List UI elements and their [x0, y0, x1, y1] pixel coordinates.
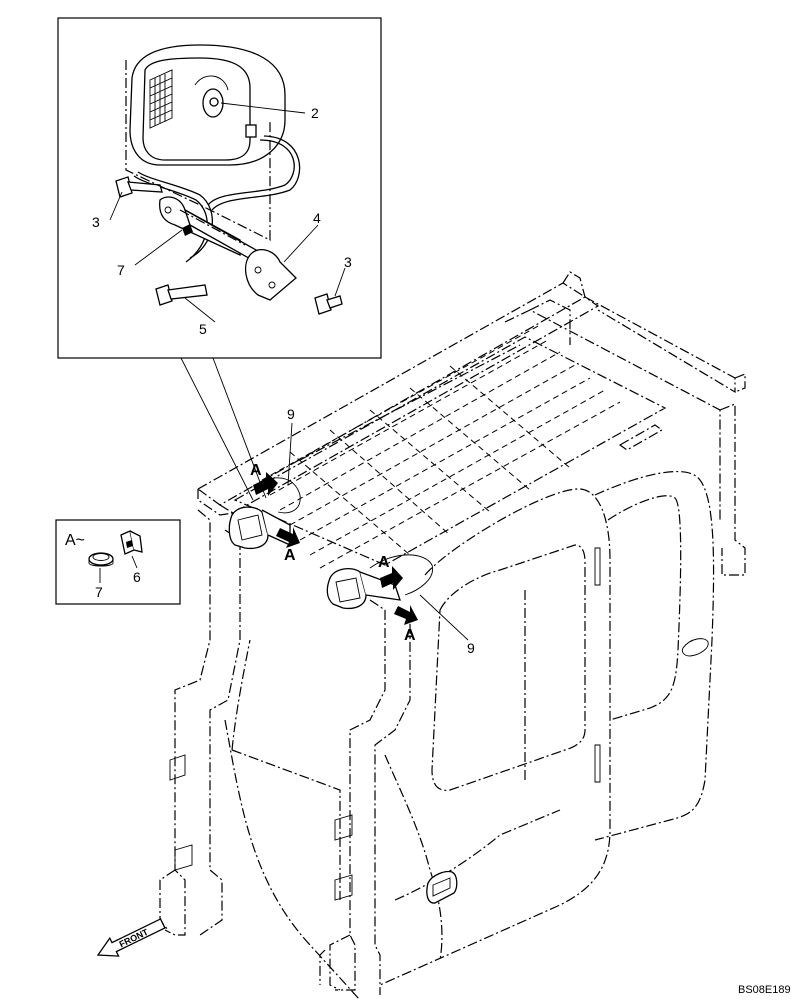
- callout-7-detail-a: 7: [95, 584, 103, 600]
- view-arrow-a2: [276, 527, 300, 548]
- detail-a-box: [55, 519, 181, 605]
- connector-part: [120, 530, 143, 555]
- view-mark-a4: A: [404, 627, 416, 644]
- callout-5: 5: [199, 321, 207, 337]
- view-mark-a2: A: [284, 547, 296, 564]
- callout-4: 4: [313, 210, 321, 226]
- view-arrow-a4: [394, 605, 418, 625]
- callout-3-right: 3: [344, 254, 352, 270]
- view-mark-a3: A: [378, 554, 390, 571]
- grommet-part: [88, 552, 114, 567]
- detail-leader-right: [212, 357, 267, 499]
- front-arrow: FRONT: [96, 918, 166, 957]
- callout-9-right: 9: [467, 640, 475, 656]
- lens-grid: [149, 69, 173, 129]
- callout-2: 2: [311, 105, 319, 121]
- callout-7-detail: 7: [117, 262, 125, 278]
- roof-grating: [261, 324, 621, 569]
- callout-3-left: 3: [92, 214, 100, 230]
- callout-leaders: [109, 102, 469, 641]
- view-arrow-a3: [380, 566, 403, 590]
- work-light-detail: [115, 44, 343, 315]
- detail-leader-left: [180, 357, 254, 501]
- leader-6: [131, 555, 138, 569]
- right-work-light: [326, 554, 434, 610]
- detail-a-title: A~: [65, 532, 85, 549]
- view-arrow-a1: [253, 472, 278, 496]
- cab-outline: [159, 271, 746, 1000]
- drawing-code: BS08E189: [738, 984, 791, 996]
- callout-9-left: 9: [287, 406, 295, 422]
- view-mark-a1: A: [250, 462, 262, 479]
- callout-6: 6: [133, 569, 141, 585]
